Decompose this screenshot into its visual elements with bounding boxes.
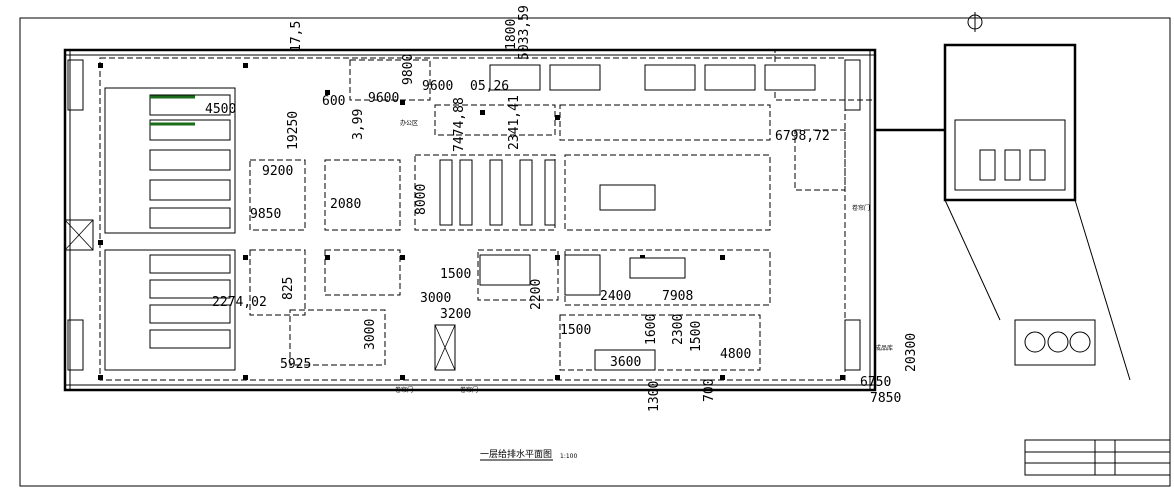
door-label: 卷帘门 <box>395 386 413 394</box>
dimension: 05,26 <box>470 79 509 94</box>
dimension: 2300 <box>671 314 686 345</box>
dimension: 19250 <box>286 111 301 150</box>
dimension: 600 <box>322 94 345 109</box>
dimension: 3,99 <box>351 109 366 140</box>
drawing-title: 一层给排水平面图 <box>480 448 552 460</box>
dimension: 1800 <box>504 19 519 50</box>
dimension: 6798,72 <box>775 129 830 144</box>
building-outline <box>63 48 877 392</box>
dimension: 1500 <box>689 321 704 352</box>
dimension: 5925 <box>280 357 311 372</box>
dimension: 20300 <box>904 333 919 372</box>
zones <box>249 49 876 371</box>
dimension: 2341,41 <box>507 95 522 150</box>
dimension: 2274,02 <box>212 295 267 310</box>
dimension: 3600 <box>610 355 641 370</box>
dimension: 9800 <box>401 54 416 85</box>
top-machines <box>489 64 816 91</box>
dimension: 6750 <box>860 375 891 390</box>
dimension: 2200 <box>529 279 544 310</box>
dimension: 2400 <box>600 289 631 304</box>
sheet-border <box>19 17 1171 487</box>
storage-racks <box>434 159 686 371</box>
dimension: 9850 <box>250 207 281 222</box>
dimension: 1300 <box>647 381 662 412</box>
drawing-scale: 1:100 <box>560 453 577 460</box>
dimension: 9200 <box>262 164 293 179</box>
room-label: 成品库 <box>875 344 893 352</box>
title-block <box>1024 439 1171 476</box>
door-label: 卷帘门 <box>460 386 478 394</box>
dimension: 7850 <box>870 391 901 406</box>
dimension: 1500 <box>440 267 471 282</box>
dimension: 8000 <box>414 184 429 215</box>
dimension: 700 <box>702 379 717 402</box>
dimension: 3000 <box>363 319 378 350</box>
room-label: 办公区 <box>400 119 418 127</box>
dimension: 4500 <box>205 102 236 117</box>
dimension: 9600 <box>368 91 399 106</box>
dimension: 9600 <box>422 79 453 94</box>
dimension: 3200 <box>440 307 471 322</box>
dimension-labels: 17,5 19250 9200 9850 2080 8000 7474,88 2… <box>205 5 919 412</box>
dimension: 4800 <box>720 347 751 362</box>
dimension: 3000 <box>420 291 451 306</box>
dimension: 1600 <box>644 314 659 345</box>
dimension: 825 <box>281 277 296 300</box>
left-equipment-rows <box>64 59 861 371</box>
dimension: 17,5 <box>289 21 304 52</box>
dimension: 2080 <box>330 197 361 212</box>
dimension: 1500 <box>560 323 591 338</box>
room-label: 卷帘门 <box>852 204 870 212</box>
dimension: 7474,88 <box>452 97 467 152</box>
pump-room-detail <box>875 12 1131 381</box>
dimension: 5033,59 <box>517 5 532 60</box>
dimension: 7908 <box>662 289 693 304</box>
